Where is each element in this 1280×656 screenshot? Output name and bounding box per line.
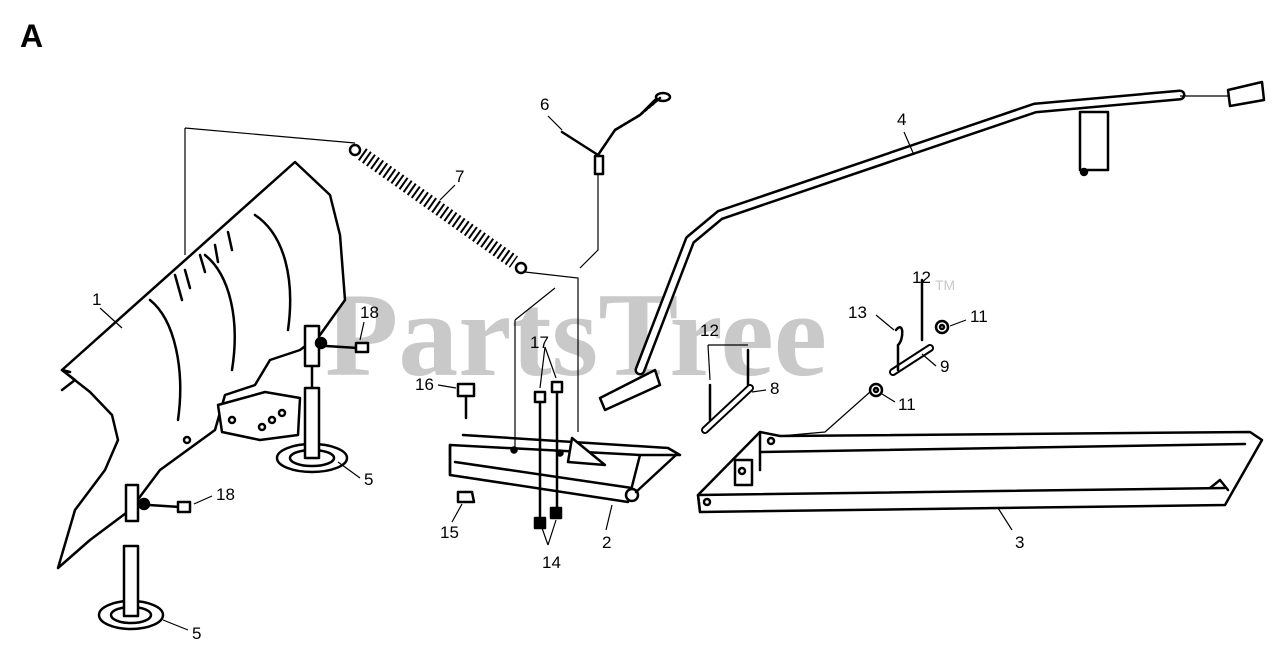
- callout-14: 14: [542, 553, 561, 572]
- pivot-bolt: [456, 382, 476, 420]
- callout-1: 1: [92, 290, 101, 309]
- carriage-bolts: [533, 380, 564, 518]
- hairpin-13: [894, 326, 904, 372]
- callouts: 1 2 3 4 5 5 6 7 8 9 11 11 12 12 13 14 15…: [92, 95, 1024, 643]
- watermark-text: PartsTree: [325, 268, 827, 401]
- push-frame: [696, 430, 1264, 514]
- callout-7: 7: [455, 167, 464, 186]
- watermark-tm: TM: [935, 277, 955, 293]
- callout-12-upper: 12: [912, 268, 931, 287]
- callout-15: 15: [440, 523, 459, 542]
- callout-18-lower: 18: [216, 485, 235, 504]
- plow-shoe-upper: [275, 324, 349, 474]
- callout-4: 4: [897, 110, 906, 129]
- callout-16: 16: [415, 375, 434, 394]
- washer-11-upper: [934, 319, 950, 335]
- callout-5-upper: 5: [364, 470, 373, 489]
- callout-17: 17: [530, 333, 549, 352]
- callout-13: 13: [848, 303, 867, 322]
- bolt-upper: [314, 336, 370, 354]
- callout-8: 8: [770, 379, 779, 398]
- lift-pin: [560, 91, 672, 176]
- callout-9: 9: [940, 357, 949, 376]
- plow-blade: [56, 160, 347, 570]
- pivot-frame: [448, 433, 682, 504]
- extension-spring: [348, 143, 528, 275]
- callout-11-upper: 11: [970, 307, 988, 326]
- leader-lines: [184, 95, 1228, 546]
- nut-15: [456, 490, 476, 504]
- callout-6: 6: [540, 95, 549, 114]
- callout-12-lower: 12: [700, 321, 719, 340]
- plow-shoe-lower: [97, 483, 165, 631]
- nuts-14: [533, 506, 563, 530]
- callout-2: 2: [602, 533, 611, 552]
- panel-letter: A: [20, 18, 44, 54]
- bolt-lower: [137, 497, 192, 514]
- link-rod-8: [701, 384, 754, 434]
- callout-18-upper: 18: [360, 303, 379, 322]
- washer-11-lower: [868, 382, 884, 398]
- callout-11-lower: 11: [898, 395, 916, 414]
- cotter-pins-12: [708, 278, 924, 422]
- callout-3: 3: [1015, 533, 1024, 552]
- callout-5-lower: 5: [192, 624, 201, 643]
